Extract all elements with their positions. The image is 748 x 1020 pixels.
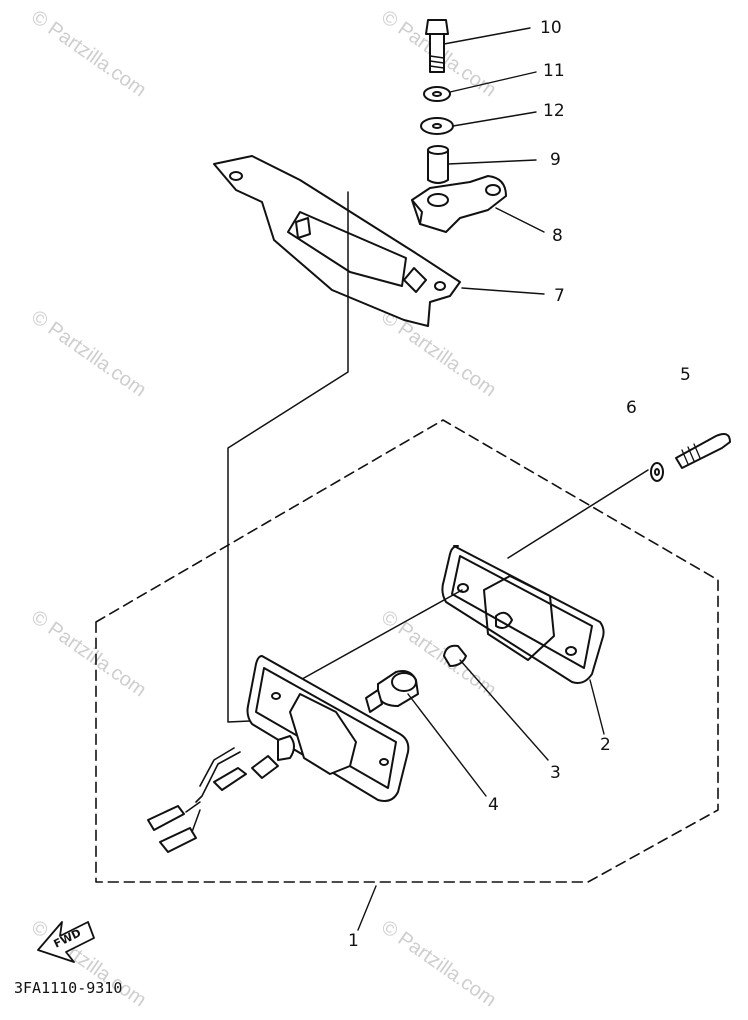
assembly-boundary: [95, 419, 719, 883]
watermark: © Partzilla.com: [377, 916, 500, 1011]
lens-housing-2: [441, 545, 605, 684]
base-housing: [147, 655, 410, 853]
lock-washer-11: [423, 86, 451, 102]
washer-6: [650, 462, 664, 482]
callout-leader-1: [357, 885, 377, 931]
watermark: © Partzilla.com: [377, 306, 500, 401]
connection-line: [507, 469, 649, 559]
callout-4: 4: [488, 795, 499, 815]
callout-2: 2: [600, 735, 611, 755]
bolt-10: [425, 19, 449, 73]
callout-7: 7: [554, 286, 565, 306]
callout-10: 10: [540, 18, 562, 38]
callout-leader-12: [452, 111, 537, 127]
watermark: © Partzilla.com: [27, 606, 150, 701]
watermark: © Partzilla.com: [27, 306, 150, 401]
callout-leader-8: [495, 207, 545, 233]
callout-leader-10: [443, 27, 531, 45]
collar-9: [427, 145, 449, 184]
callout-9: 9: [550, 150, 561, 170]
bracket-arm-8: [411, 175, 507, 233]
callout-5: 5: [680, 365, 691, 385]
socket-4: [365, 670, 419, 713]
callout-leader-11: [449, 71, 537, 93]
bolt-5: [675, 433, 731, 469]
callout-8: 8: [552, 226, 563, 246]
bracket-plate-7: [213, 155, 461, 327]
watermark: © Partzilla.com: [27, 6, 150, 101]
callout-6: 6: [626, 398, 637, 418]
drawing-code: 3FA1110-9310: [14, 979, 122, 997]
callout-3: 3: [550, 763, 561, 783]
callout-leader-9: [447, 159, 537, 165]
fwd-arrow-icon: [37, 921, 95, 963]
callout-leader-3: [459, 659, 549, 761]
callout-leader-2: [589, 679, 605, 735]
callout-leader-7: [461, 287, 545, 295]
callout-labels: 10 11 12 9 8 7 5 6 2 3 4 1: [348, 18, 691, 951]
callout-leader-4: [407, 693, 487, 797]
callout-12: 12: [543, 101, 565, 121]
callout-11: 11: [543, 61, 565, 81]
washer-12: [420, 117, 454, 135]
callout-1: 1: [348, 931, 359, 951]
leader-line: [227, 191, 349, 723]
